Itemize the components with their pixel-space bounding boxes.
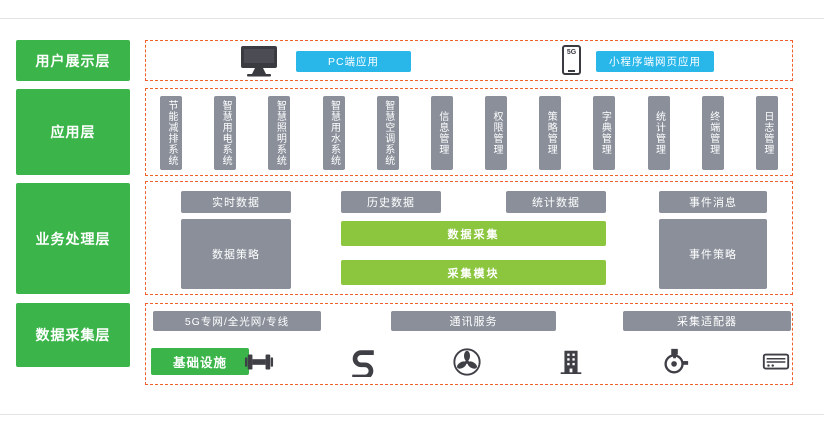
- module-smart-water: 智慧用水系统: [322, 96, 345, 170]
- module-info-mgmt: 信息管理: [430, 96, 453, 170]
- layer-label-application: 应用层: [16, 89, 130, 175]
- module-terminal-mgmt: 终端管理: [701, 96, 724, 170]
- layer-label-business: 业务处理层: [16, 183, 130, 294]
- collect-module-bar: 采集模块: [341, 260, 606, 285]
- event-strategy-box: 事件策略: [659, 219, 767, 289]
- data-strategy-box: 数据策略: [181, 219, 291, 289]
- data-collect-bar: 数据采集: [341, 221, 606, 246]
- module-smart-lighting: 智慧照明系统: [268, 96, 291, 170]
- top-rule: [0, 18, 824, 19]
- pc-app-badge: PC端应用: [296, 51, 411, 72]
- history-data-box: 历史数据: [341, 191, 441, 213]
- statistics-data-box: 统计数据: [506, 191, 606, 213]
- comm-service-box: 通讯服务: [391, 311, 556, 331]
- power-device-icon: [242, 344, 276, 380]
- network-box: 5G专网/全光网/专线: [153, 311, 321, 331]
- module-smart-power: 智慧用电系统: [214, 96, 237, 170]
- building-icon: [554, 344, 588, 380]
- module-permission-mgmt: 权限管理: [485, 96, 508, 170]
- module-log-mgmt: 日志管理: [755, 96, 778, 170]
- layer-label-display: 用户展示层: [16, 40, 130, 81]
- phone-5g-label: 5G: [566, 49, 577, 56]
- business-layer-container: 实时数据 历史数据 统计数据 事件消息 数据策略 事件策略 数据采集 采集模块: [145, 181, 793, 295]
- realtime-data-box: 实时数据: [181, 191, 291, 213]
- application-modules-row: 节能减排系统 智慧用电系统 智慧照明系统 智慧用水系统 智慧空调系统 信息管理 …: [146, 96, 792, 170]
- layer-label-collection: 数据采集层: [16, 303, 130, 367]
- phone-5g-icon: 5G: [562, 45, 581, 75]
- pump-icon: [658, 344, 692, 380]
- display-layer-container: PC端应用 5G 小程序端网页应用: [145, 40, 793, 81]
- bottom-rule: [0, 414, 824, 415]
- phone-home-bar: [568, 70, 575, 72]
- module-statistics-mgmt: 统计管理: [647, 96, 670, 170]
- monitor-icon: [238, 45, 280, 78]
- infrastructure-label: 基础设施: [151, 348, 249, 375]
- ac-unit-icon: [759, 344, 793, 380]
- module-strategy-mgmt: 策略管理: [539, 96, 562, 170]
- module-smart-hvac: 智慧空调系统: [376, 96, 399, 170]
- collection-layer-container: 5G专网/全光网/专线 通讯服务 采集适配器 基础设施: [145, 303, 793, 385]
- adapter-box: 采集适配器: [623, 311, 791, 331]
- pipeline-icon: [346, 344, 380, 380]
- fan-icon: [450, 344, 484, 380]
- application-layer-container: 节能减排系统 智慧用电系统 智慧照明系统 智慧用水系统 智慧空调系统 信息管理 …: [145, 88, 793, 176]
- module-dictionary-mgmt: 字典管理: [593, 96, 616, 170]
- event-message-box: 事件消息: [659, 191, 767, 213]
- module-energy-saving: 节能减排系统: [160, 96, 182, 170]
- mobile-app-badge: 小程序端网页应用: [596, 51, 714, 72]
